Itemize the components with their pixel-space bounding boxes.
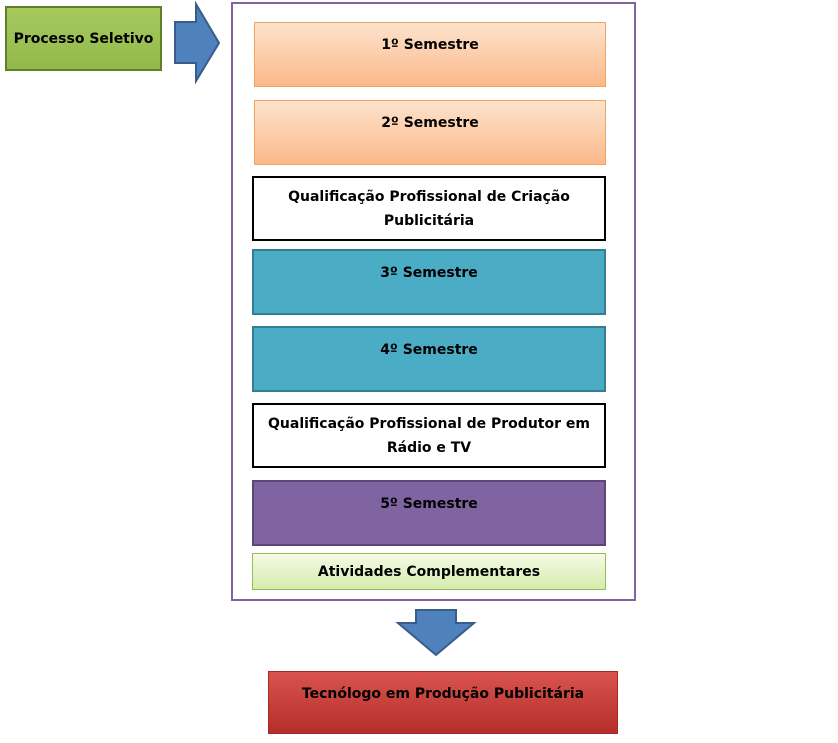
- stage-label: 5º Semestre: [380, 496, 478, 512]
- stage-label: 4º Semestre: [380, 342, 478, 358]
- stage-semester-4: 4º Semestre: [252, 326, 606, 392]
- stage-semester-1: 1º Semestre: [254, 22, 606, 87]
- process-start-box: Processo Seletivo: [5, 6, 162, 71]
- process-start-label: Processo Seletivo: [13, 30, 154, 47]
- stage-label: 2º Semestre: [381, 115, 479, 131]
- stage-label: 1º Semestre: [381, 37, 479, 53]
- stage-semester-2: 2º Semestre: [254, 100, 606, 165]
- stage-semester-5: 5º Semestre: [252, 480, 606, 546]
- stage-qualification-radio-tv: Qualificação Profissional de Produtor em…: [252, 403, 606, 468]
- final-degree-box: Tecnólogo em Produção Publicitária: [268, 671, 618, 734]
- stage-label: Atividades Complementares: [317, 563, 541, 580]
- stage-label: Qualificação Profissional de Produtor em…: [268, 415, 590, 456]
- stage-label: Qualificação Profissional de Criação Pub…: [288, 188, 570, 229]
- down-arrow-icon: [395, 609, 477, 657]
- right-arrow-icon: [174, 0, 221, 85]
- stage-qualification-creation: Qualificação Profissional de Criação Pub…: [252, 176, 606, 241]
- stage-label: 3º Semestre: [380, 265, 478, 281]
- final-degree-label: Tecnólogo em Produção Publicitária: [301, 686, 585, 702]
- stage-semester-3: 3º Semestre: [252, 249, 606, 315]
- stage-complementary-activities: Atividades Complementares: [252, 553, 606, 590]
